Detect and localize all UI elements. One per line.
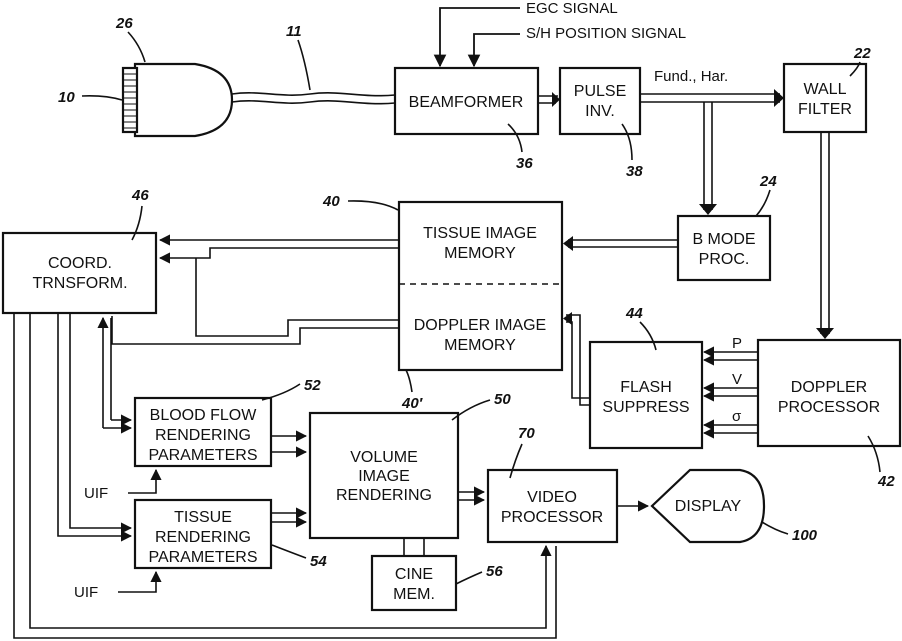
ref-100: 100	[792, 527, 818, 544]
flash-label-2: SUPPRESS	[602, 399, 689, 416]
flash-to-doppler-memory-arrow	[563, 312, 590, 405]
b-mode-label-1: B MODE	[692, 231, 755, 248]
wall-filter-label-2: FILTER	[798, 101, 852, 118]
ref-40-prime: 40′	[401, 395, 424, 412]
sigma-label: σ	[732, 408, 742, 425]
coord-transform-block	[3, 233, 156, 313]
v-label: V	[732, 371, 742, 388]
ref-44: 44	[625, 305, 643, 322]
ref-46: 46	[131, 187, 149, 204]
blood-label-3: PARAMETERS	[148, 447, 257, 464]
volume-to-video-arrow	[458, 492, 484, 500]
ref-11: 11	[286, 23, 302, 40]
cine-label-1: CINE	[395, 566, 433, 583]
ref-42: 42	[877, 473, 895, 490]
ref-22: 22	[853, 45, 871, 62]
volume-label-2: IMAGE	[358, 468, 410, 485]
coord-label-1: COORD.	[48, 255, 112, 272]
beamformer-to-pulse-arrow	[538, 92, 560, 107]
ref-36: 36	[516, 155, 533, 172]
tissue-rendering-to-volume-arrow	[271, 513, 306, 522]
uif-top-arrow	[128, 470, 156, 493]
tissue-rend-label-2: RENDERING	[155, 529, 251, 546]
doppler-to-flash-arrows	[704, 352, 758, 433]
ref-24: 24	[759, 173, 777, 190]
tissue-rend-label-3: PARAMETERS	[148, 549, 257, 566]
pulse-inv-label-2: INV.	[585, 103, 615, 120]
flash-label-1: FLASH	[620, 379, 672, 396]
ref-10: 10	[58, 89, 75, 106]
egc-signal-line	[440, 8, 520, 66]
coord-up-arrow	[103, 318, 111, 428]
display-label: DISPLAY	[675, 498, 742, 515]
ref-70: 70	[518, 425, 535, 442]
ref-38: 38	[626, 163, 643, 180]
doppler-proc-label-2: PROCESSOR	[778, 399, 880, 416]
uif-bottom-arrow	[118, 572, 156, 592]
egc-signal-label: EGC SIGNAL	[526, 0, 618, 17]
sh-position-line	[474, 34, 520, 66]
doppler-mem-label-2: MEMORY	[444, 337, 516, 354]
transducer-probe	[123, 64, 232, 136]
b-mode-to-tissue-memory-arrow	[563, 236, 678, 251]
uif-bottom-label: UIF	[74, 584, 98, 601]
tissue-rend-label-1: TISSUE	[174, 509, 232, 526]
fund-har-label: Fund., Har.	[654, 68, 728, 85]
wall-filter-label-1: WALL	[804, 81, 847, 98]
tissue-mem-label-1: TISSUE IMAGE	[423, 225, 537, 242]
uif-top-label: UIF	[84, 485, 108, 502]
doppler-mem-label-1: DOPPLER IMAGE	[414, 317, 546, 334]
pulse-inv-label-1: PULSE	[574, 83, 626, 100]
doppler-proc-label-1: DOPPLER	[791, 379, 867, 396]
wall-filter-block	[784, 64, 866, 132]
ref-50: 50	[494, 391, 511, 408]
volume-label-3: RENDERING	[336, 487, 432, 504]
to-b-mode-arrow	[699, 102, 717, 215]
video-processor-block	[488, 470, 617, 542]
beamformer-label: BEAMFORMER	[409, 94, 524, 111]
sh-position-label: S/H POSITION SIGNAL	[526, 25, 686, 42]
p-label: P	[732, 335, 742, 352]
video-label-2: PROCESSOR	[501, 509, 603, 526]
ref-40: 40	[322, 193, 340, 210]
b-mode-label-2: PROC.	[699, 251, 750, 268]
cine-label-2: MEM.	[393, 586, 435, 603]
tissue-mem-label-2: MEMORY	[444, 245, 516, 262]
ref-26: 26	[115, 15, 133, 32]
wall-filter-to-doppler-arrow	[816, 132, 834, 339]
b-mode-proc-block	[678, 216, 770, 280]
blood-label-2: RENDERING	[155, 427, 251, 444]
ref-56: 56	[486, 563, 503, 580]
ref-54: 54	[310, 553, 327, 570]
probe-cable	[232, 93, 395, 104]
video-label-1: VIDEO	[527, 489, 577, 506]
ref-52: 52	[304, 377, 321, 394]
blood-flow-to-volume-arrow	[271, 436, 306, 452]
coord-label-2: TRNSFORM.	[32, 275, 127, 292]
tissue-memory-to-coord-arrow-2	[160, 248, 399, 258]
blood-label-1: BLOOD FLOW	[150, 407, 258, 424]
volume-label-1: VOLUME	[350, 449, 418, 466]
coord-to-blood-flow	[103, 420, 131, 428]
volume-cine-link	[404, 538, 424, 556]
pulse-inv-block	[560, 68, 640, 134]
